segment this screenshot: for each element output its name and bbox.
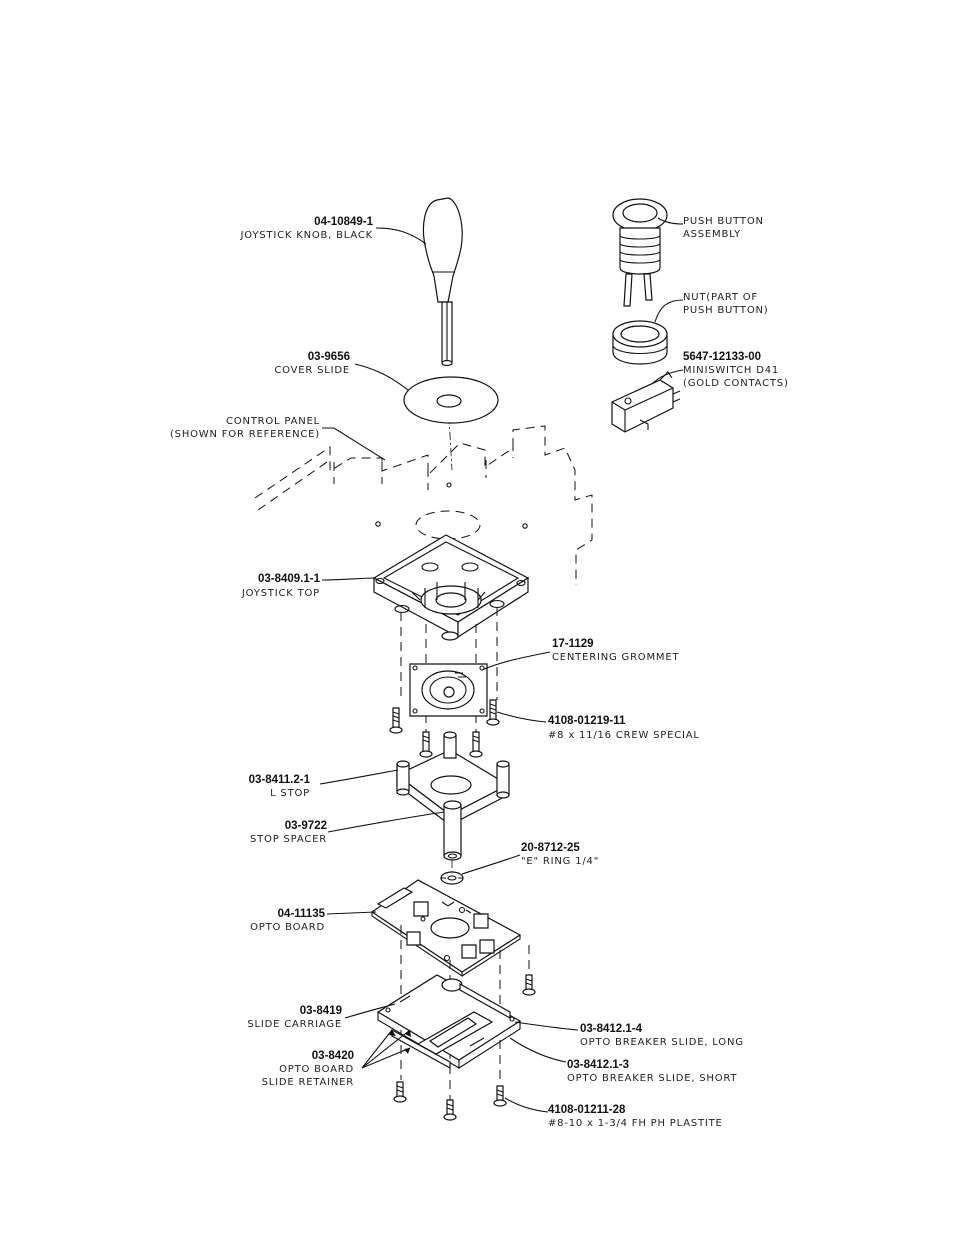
miniswitch-drawing bbox=[611, 371, 681, 433]
part-number: 03-8409.1-1 bbox=[258, 573, 321, 585]
callout-slide-retainer: 03-8420 OPTO BOARD SLIDE RETAINER bbox=[262, 1050, 354, 1088]
part-description: PUSH BUTTON) bbox=[683, 305, 768, 316]
callout-breaker-short: 03-8412.1-3 OPTO BREAKER SLIDE, SHORT bbox=[567, 1059, 737, 1084]
part-number: 03-9656 bbox=[308, 351, 350, 363]
callout-slide-carriage: 03-8419 SLIDE CARRIAGE bbox=[247, 1005, 342, 1030]
part-description: PUSH BUTTON bbox=[683, 216, 764, 227]
part-description: COVER SLIDE bbox=[274, 365, 350, 376]
callout-opto-board: 04-11135 OPTO BOARD bbox=[250, 908, 326, 933]
part-description: "E" RING 1/4" bbox=[521, 856, 599, 867]
callout-centering-grommet: 17-1129 CENTERING GROMMET bbox=[552, 638, 679, 663]
cover-slide-drawing bbox=[403, 376, 499, 424]
callout-miniswitch: 5647-12133-00 MINISWITCH D41 (GOLD CONTA… bbox=[683, 351, 789, 389]
part-number: 03-8412.1-3 bbox=[567, 1059, 629, 1071]
part-number: 5647-12133-00 bbox=[683, 351, 761, 363]
part-description: SLIDE CARRIAGE bbox=[247, 1019, 342, 1030]
callout-control-panel: CONTROL PANEL (SHOWN FOR REFERENCE) bbox=[170, 416, 320, 440]
screws-crew-special bbox=[389, 699, 500, 758]
part-description: (SHOWN FOR REFERENCE) bbox=[170, 429, 320, 440]
part-number: 03-8412.1-4 bbox=[580, 1023, 643, 1035]
callout-joystick-top: 03-8409.1-1 JOYSTICK TOP bbox=[241, 573, 321, 599]
e-ring-drawing bbox=[440, 871, 464, 885]
part-description: JOYSTICK TOP bbox=[241, 588, 320, 599]
part-number: 4108-01219-11 bbox=[548, 715, 626, 727]
push-button-drawing bbox=[612, 198, 668, 307]
callout-breaker-long: 03-8412.1-4 OPTO BREAKER SLIDE, LONG bbox=[580, 1023, 744, 1048]
callout-knob: 04-10849-1 JOYSTICK KNOB, BLACK bbox=[240, 216, 374, 241]
part-number: 04-11135 bbox=[278, 908, 326, 920]
part-description: (GOLD CONTACTS) bbox=[683, 378, 789, 389]
part-description: L STOP bbox=[270, 788, 310, 799]
part-number: 4108-01211-28 bbox=[548, 1104, 626, 1116]
part-number: 17-1129 bbox=[552, 638, 594, 650]
part-description: MINISWITCH D41 bbox=[683, 365, 779, 376]
opto-board-drawing bbox=[370, 879, 522, 978]
part-number: 03-9722 bbox=[285, 820, 327, 832]
part-number: 04-10849-1 bbox=[314, 216, 373, 228]
part-description: ASSEMBLY bbox=[683, 229, 741, 240]
callout-crew-screw: 4108-01219-11 #8 x 11/16 CREW SPECIAL bbox=[548, 715, 700, 741]
part-description: STOP SPACER bbox=[250, 834, 327, 845]
part-description: CENTERING GROMMET bbox=[552, 652, 679, 663]
part-description: OPTO BOARD bbox=[279, 1064, 354, 1075]
part-description: OPTO BREAKER SLIDE, LONG bbox=[580, 1037, 744, 1048]
nut-drawing bbox=[612, 320, 668, 365]
l-stop-drawing bbox=[395, 731, 510, 827]
callout-l-stop: 03-8411.2-1 L STOP bbox=[249, 774, 311, 799]
slide-carriage-drawing bbox=[376, 974, 522, 1070]
joystick-top-drawing bbox=[372, 534, 530, 641]
part-description: JOYSTICK KNOB, BLACK bbox=[240, 230, 374, 241]
callout-push-button: PUSH BUTTON ASSEMBLY bbox=[683, 216, 764, 240]
part-number: 03-8420 bbox=[312, 1050, 354, 1062]
part-description: OPTO BREAKER SLIDE, SHORT bbox=[567, 1073, 737, 1084]
leader-lines bbox=[319, 217, 684, 1113]
screws-plastite bbox=[393, 974, 536, 1121]
joystick-knob-drawing bbox=[422, 197, 463, 367]
callout-e-ring: 20-8712-25 "E" RING 1/4" bbox=[521, 842, 599, 867]
stop-spacer-drawing bbox=[443, 800, 462, 861]
part-description: SLIDE RETAINER bbox=[262, 1077, 354, 1088]
part-number: 20-8712-25 bbox=[521, 842, 580, 854]
centering-grommet-drawing bbox=[409, 663, 488, 717]
callout-nut: NUT(PART OF PUSH BUTTON) bbox=[683, 292, 768, 316]
part-number: 03-8419 bbox=[300, 1005, 342, 1017]
part-description: #8-10 x 1-3/4 FH PH PLASTITE bbox=[548, 1118, 723, 1129]
part-description: CONTROL PANEL bbox=[226, 416, 320, 427]
part-number: 03-8411.2-1 bbox=[249, 774, 311, 786]
callout-stop-spacer: 03-9722 STOP SPACER bbox=[250, 820, 327, 845]
part-description: OPTO BOARD bbox=[250, 922, 325, 933]
callout-cover-slide: 03-9656 COVER SLIDE bbox=[274, 351, 350, 376]
part-description: NUT(PART OF bbox=[683, 292, 758, 303]
callout-plastite-screw: 4108-01211-28 #8-10 x 1-3/4 FH PH PLASTI… bbox=[548, 1104, 723, 1129]
part-description: #8 x 11/16 CREW SPECIAL bbox=[548, 730, 700, 741]
